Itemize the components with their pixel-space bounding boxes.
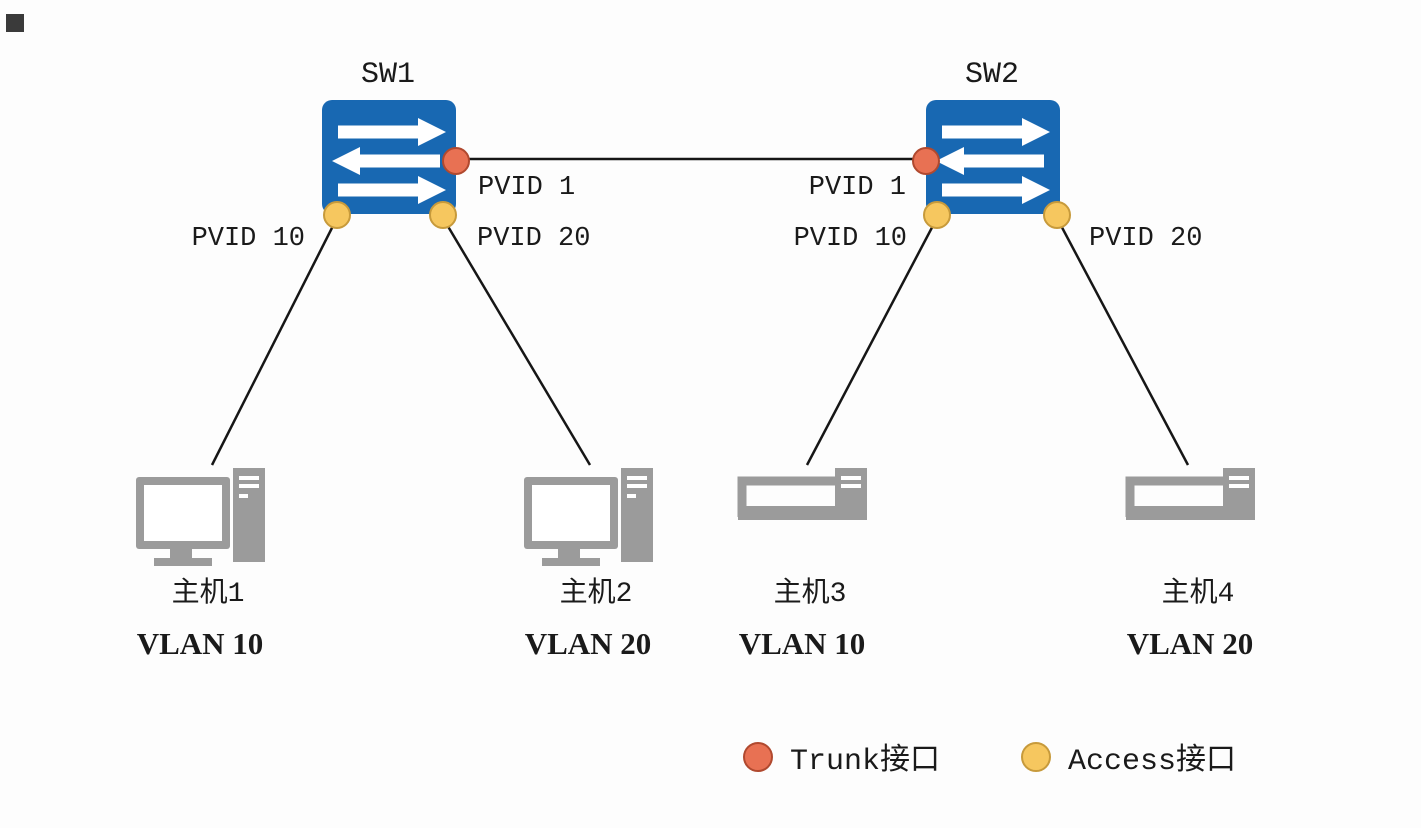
sw2-trunk-pvid-label: PVID 1 <box>809 173 906 203</box>
switch-sw2-title: SW2 <box>965 58 1019 92</box>
host-3-vlan-label: VLAN 10 <box>739 626 866 661</box>
host-4: 主机4 VLAN 20 <box>1125 468 1255 661</box>
link-sw2-host3 <box>805 217 939 466</box>
legend: Trunk接口 Access接口 <box>743 742 1236 779</box>
legend-trunk-port-icon <box>743 742 773 772</box>
legend-access-label: Access接口 <box>1068 743 1236 779</box>
computer-outline-icon <box>1125 468 1255 520</box>
host-1: 主机1 VLAN 10 <box>136 468 265 661</box>
host-4-name: 主机4 <box>1162 576 1235 610</box>
host-1-name: 主机1 <box>172 576 245 610</box>
sw2-access-port1-icon <box>923 201 951 229</box>
switch-sw1: SW1 PVID 1 PVID 10 PVID 20 <box>192 58 591 254</box>
switch-sw1-arrows-icon <box>332 118 446 204</box>
legend-access-port-icon <box>1021 742 1051 772</box>
switch-sw1-title: SW1 <box>361 58 415 92</box>
host-2-vlan-label: VLAN 20 <box>525 626 652 661</box>
link-sw1-host2 <box>441 217 592 466</box>
host-2-name: 主机2 <box>560 576 633 610</box>
host-2: 主机2 VLAN 20 <box>524 468 653 661</box>
sw2-access-pvid10-label: PVID 10 <box>794 224 907 254</box>
sw1-access-port2-icon <box>429 201 457 229</box>
link-sw1-host1 <box>210 217 339 466</box>
sw1-access-pvid10-label: PVID 10 <box>192 224 305 254</box>
host-1-vlan-label: VLAN 10 <box>137 626 264 661</box>
sw2-access-pvid20-label: PVID 20 <box>1089 224 1202 254</box>
sw1-trunk-pvid-label: PVID 1 <box>478 173 575 203</box>
switch-sw2-arrows-icon <box>936 118 1050 204</box>
corner-square-decoration <box>6 14 24 32</box>
sw2-trunk-port-icon <box>912 147 940 175</box>
sw1-trunk-port-icon <box>442 147 470 175</box>
switch-sw2: SW2 PVID 1 PVID 10 PVID 20 <box>794 58 1203 254</box>
legend-trunk-label: Trunk接口 <box>790 743 940 779</box>
sw1-access-pvid20-label: PVID 20 <box>477 224 590 254</box>
computer-icon <box>524 468 653 566</box>
sw1-access-port1-icon <box>323 201 351 229</box>
host-3: 主机3 VLAN 10 <box>737 468 867 661</box>
computer-outline-icon <box>737 468 867 520</box>
link-sw2-host4 <box>1055 217 1190 466</box>
computer-icon <box>136 468 265 566</box>
host-4-vlan-label: VLAN 20 <box>1127 626 1254 661</box>
host-3-name: 主机3 <box>774 576 847 610</box>
sw2-access-port2-icon <box>1043 201 1071 229</box>
